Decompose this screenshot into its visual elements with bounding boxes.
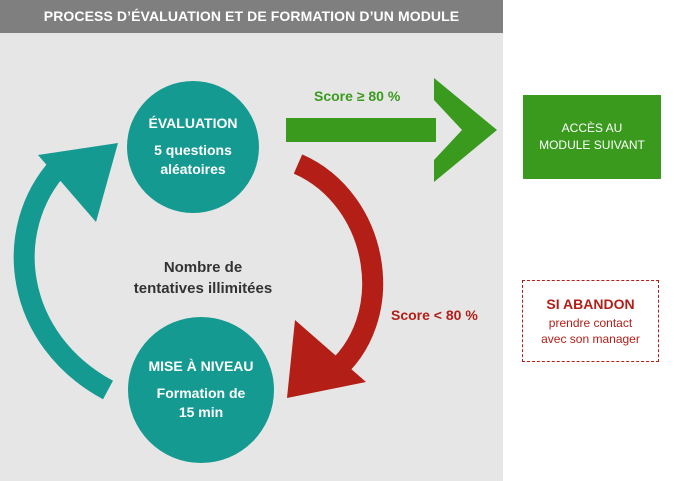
red-fail-arrowhead	[287, 320, 366, 398]
attempts-text: Nombre de tentatives illimitées	[128, 257, 278, 299]
green-pass-arrow-shaft	[286, 118, 436, 142]
next-module-line2: MODULE SUIVANT	[539, 138, 645, 152]
teal-loop-arrow	[13, 157, 114, 400]
attempts-line1: Nombre de	[163, 259, 243, 276]
abandon-line1: prendre contact	[548, 315, 633, 330]
evaluation-title: ÉVALUATION	[148, 115, 238, 131]
green-pass-arrowhead	[434, 78, 497, 182]
score-fail-label: Score < 80 %	[391, 307, 478, 323]
teal-loop-arrowhead	[38, 143, 118, 222]
abandon-title: SI ABANDON	[546, 295, 635, 312]
attempts-line2: tentatives illimitées	[133, 280, 273, 297]
evaluation-line1: 5 questions	[154, 142, 232, 158]
next-module-box: ACCÈS AU MODULE SUIVANT	[523, 95, 661, 179]
abandon-box: SI ABANDON prendre contact avec son mana…	[522, 280, 659, 362]
red-fail-arrow	[293, 154, 383, 384]
evaluation-line2: aléatoires	[160, 161, 226, 177]
evaluation-circle: ÉVALUATION 5 questions aléatoires	[127, 81, 259, 213]
diagram-header: PROCESS D’ÉVALUATION ET DE FORMATION D’U…	[0, 0, 503, 33]
mise-a-niveau-title: MISE À NIVEAU	[148, 358, 254, 374]
mise-a-niveau-circle: MISE À NIVEAU Formation de 15 min	[128, 317, 274, 463]
score-pass-label: Score ≥ 80 %	[314, 88, 401, 104]
next-module-line1: ACCÈS AU	[561, 121, 623, 135]
mise-a-niveau-line2: 15 min	[178, 404, 224, 420]
abandon-line2: avec son manager	[541, 331, 640, 346]
mise-a-niveau-line1: Formation de	[156, 385, 246, 401]
